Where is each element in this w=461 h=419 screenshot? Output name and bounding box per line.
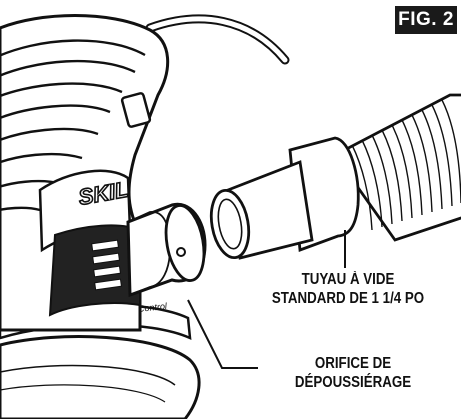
hose-callout-line1: TUYAU À VIDE	[301, 271, 395, 288]
port-lock-pin	[176, 247, 186, 257]
vacuum-hose	[209, 93, 461, 260]
sanding-pad	[0, 335, 201, 419]
leader-lines	[187, 230, 346, 369]
figure-badge: FIG. 2	[395, 6, 457, 34]
port-callout: ORIFICE DE DÉPOUSSIÉRAGE	[263, 354, 444, 392]
dust-port	[126, 202, 207, 298]
hose-callout: TUYAU À VIDE STANDARD DE 1 1/4 PO	[245, 270, 451, 308]
power-cord	[145, 14, 290, 65]
sander-body	[0, 14, 170, 332]
vent-slots	[91, 239, 122, 291]
hose-callout-line2: STANDARD DE 1 1/4 PO	[271, 290, 425, 307]
port-callout-line2: DÉPOUSSIÉRAGE	[294, 374, 412, 391]
power-switch	[120, 92, 152, 128]
port-callout-line1: ORIFICE DE	[314, 355, 392, 372]
